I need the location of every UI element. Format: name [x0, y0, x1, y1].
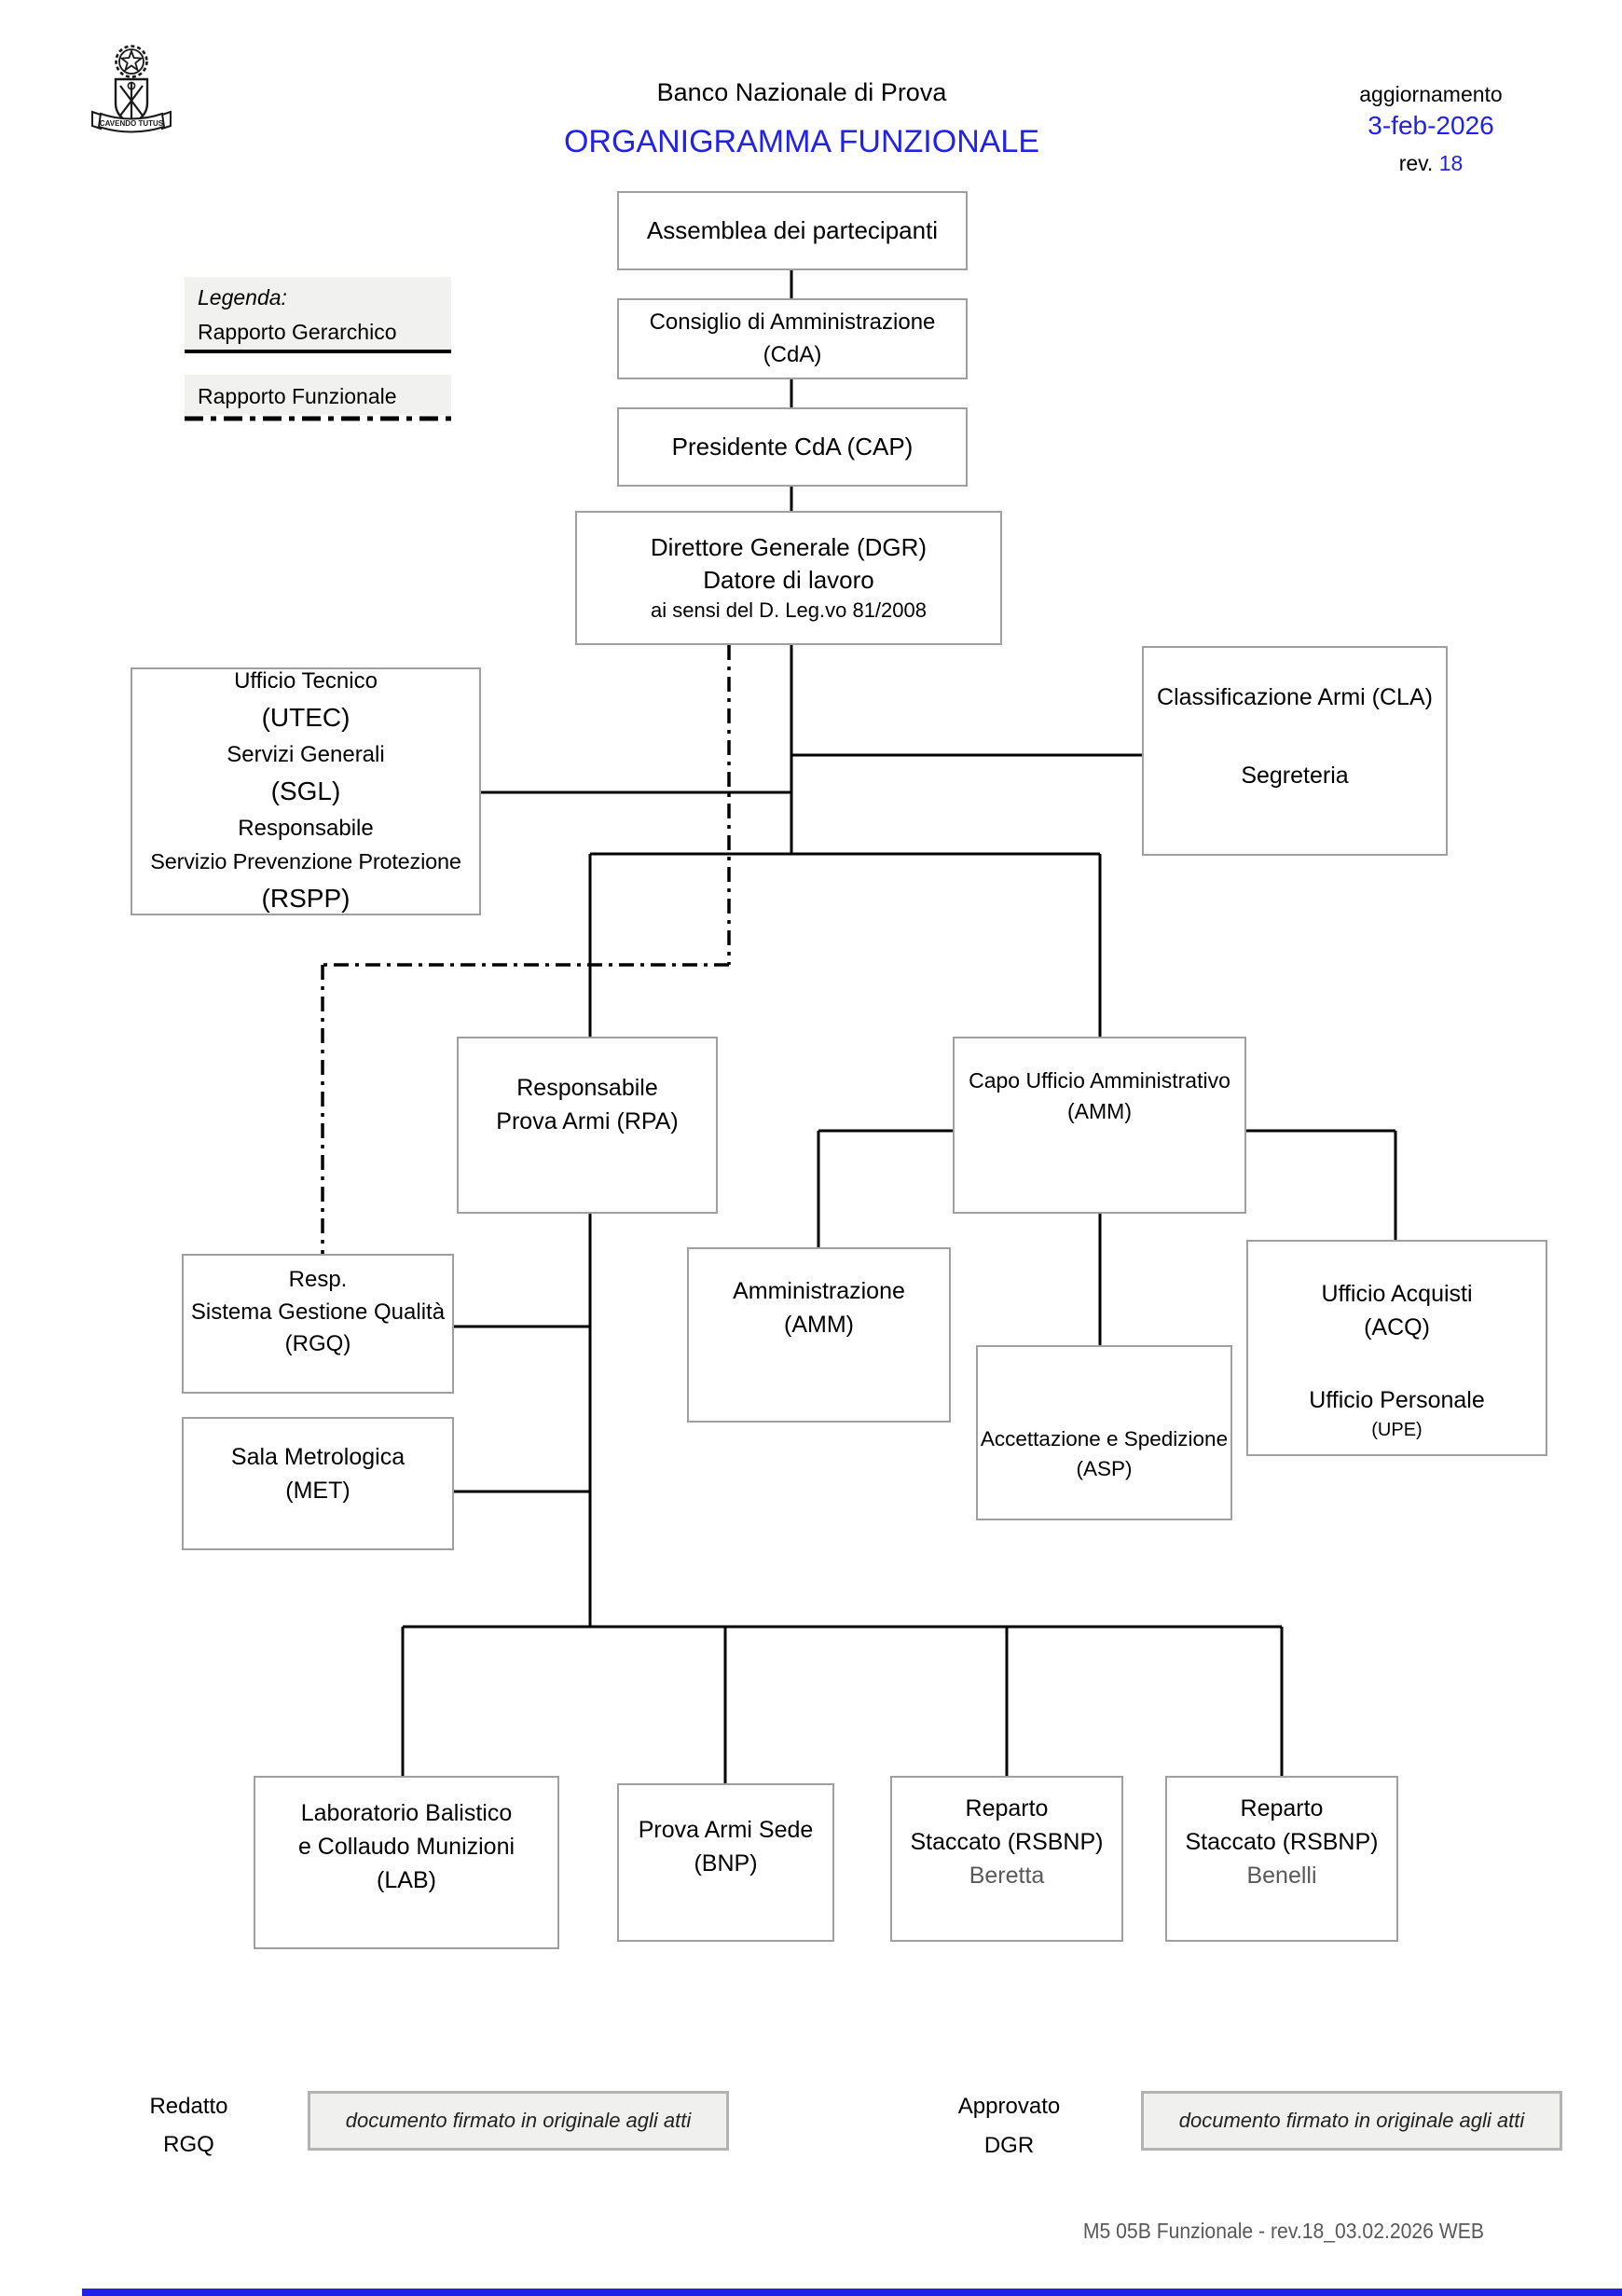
- node-acq-upe: Ufficio Acquisti (ACQ) Ufficio Personale…: [1246, 1240, 1547, 1456]
- legend-functional-label: Rapporto Funzionale: [198, 384, 397, 408]
- legend-title: Legenda:: [198, 285, 287, 309]
- drafted-by: RGQ: [163, 2132, 214, 2157]
- node-cda: Consiglio di Amministrazione (CdA): [617, 298, 968, 379]
- revision-line: rev. 18: [1324, 151, 1538, 176]
- legend-hierarchical-label: Rapporto Gerarchico: [198, 320, 397, 344]
- logo-motto: CAVENDO TUTUS: [100, 119, 164, 128]
- drafted-label: Redatto: [149, 2094, 228, 2119]
- page-title: ORGANIGRAMMA FUNZIONALE: [563, 124, 1040, 159]
- node-utec-sgl-rspp: Ufficio Tecnico (UTEC) Servizi Generali …: [131, 667, 481, 915]
- node-presidente-cap: Presidente CdA (CAP): [617, 407, 968, 487]
- signed-note-left: documento firmato in originale agli atti: [308, 2091, 729, 2151]
- node-capo-amm: Capo Ufficio Amministrativo (AMM): [953, 1037, 1246, 1214]
- node-amministrazione: Amministrazione (AMM): [687, 1247, 951, 1423]
- approved-by: DGR: [983, 2133, 1035, 2158]
- node-bnp: Prova Armi Sede (BNP): [617, 1783, 834, 1942]
- node-rsbnp-beretta: Reparto Staccato (RSBNP) Beretta: [890, 1776, 1123, 1942]
- signed-note-right: documento firmato in originale agli atti: [1141, 2091, 1562, 2151]
- star-icon: [119, 48, 144, 73]
- rev-label: rev.: [1398, 151, 1434, 175]
- node-rpa: Responsabile Prova Armi (RPA): [457, 1037, 718, 1214]
- node-lab: Laboratorio Balistico e Collaudo Munizio…: [254, 1776, 559, 1949]
- approved-label: Approvato: [957, 2094, 1061, 2119]
- motto-ribbon-icon: [97, 112, 166, 133]
- node-rsbnp-benelli: Reparto Staccato (RSBNP) Benelli: [1165, 1776, 1398, 1942]
- rev-number: 18: [1438, 151, 1464, 175]
- node-rgq: Resp. Sistema Gestione Qualità (RGQ): [182, 1254, 454, 1394]
- node-asp: Accettazione e Spedizione (ASP): [976, 1345, 1232, 1520]
- node-assemblea: Assemblea dei partecipanti: [617, 191, 968, 270]
- bottom-border-bar: [82, 2289, 1622, 2296]
- bnp-crest-logo-icon: CAVENDO TUTUS: [91, 45, 172, 133]
- update-label: aggiornamento: [1359, 82, 1503, 106]
- node-cla-segreteria: Classificazione Armi (CLA) Segreteria: [1142, 646, 1448, 856]
- org-name: Banco Nazionale di Prova: [656, 78, 947, 106]
- update-date: 3-feb-2026: [1368, 111, 1494, 140]
- node-direttore-dgr: Direttore Generale (DGR) Datore di lavor…: [575, 511, 1002, 645]
- hierarchical-connectors: [401, 270, 1397, 1783]
- document-reference: M5 05B Funzionale - rev.18_03.02.2026 WE…: [1082, 2219, 1484, 2243]
- node-met: Sala Metrologica (MET): [182, 1417, 454, 1550]
